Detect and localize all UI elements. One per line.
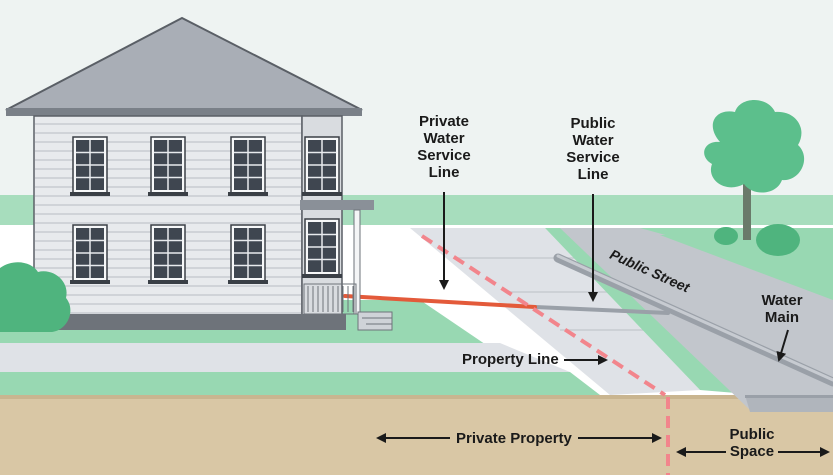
front-walk bbox=[0, 343, 570, 372]
porch-roof bbox=[300, 200, 374, 210]
tree bbox=[704, 100, 805, 193]
window bbox=[70, 224, 110, 284]
window bbox=[148, 136, 188, 196]
public-space-label: Public Space bbox=[729, 426, 775, 460]
window bbox=[228, 224, 268, 284]
private-property-label: Private Property bbox=[456, 430, 572, 447]
window bbox=[302, 218, 342, 278]
window bbox=[148, 224, 188, 284]
bush bbox=[0, 262, 71, 332]
soil bbox=[0, 395, 833, 475]
public-water-service-line-label: Public Water Service Line bbox=[566, 115, 620, 183]
public-service-pipe bbox=[533, 305, 670, 315]
sidewalk bbox=[410, 228, 700, 395]
window bbox=[70, 136, 110, 196]
window bbox=[228, 136, 268, 196]
private-service-pipe bbox=[343, 294, 537, 309]
window bbox=[302, 136, 342, 196]
water-main-label: Water Main bbox=[761, 292, 803, 326]
foundation bbox=[30, 314, 346, 330]
house bbox=[5, 16, 393, 331]
water-main-pointer bbox=[776, 329, 789, 362]
shrub bbox=[756, 224, 800, 256]
property-line bbox=[420, 234, 667, 397]
water-main-pipe bbox=[553, 253, 833, 387]
property-line-label: Property Line bbox=[462, 351, 559, 368]
private-water-service-line-label: Private Water Service Line bbox=[417, 113, 471, 181]
